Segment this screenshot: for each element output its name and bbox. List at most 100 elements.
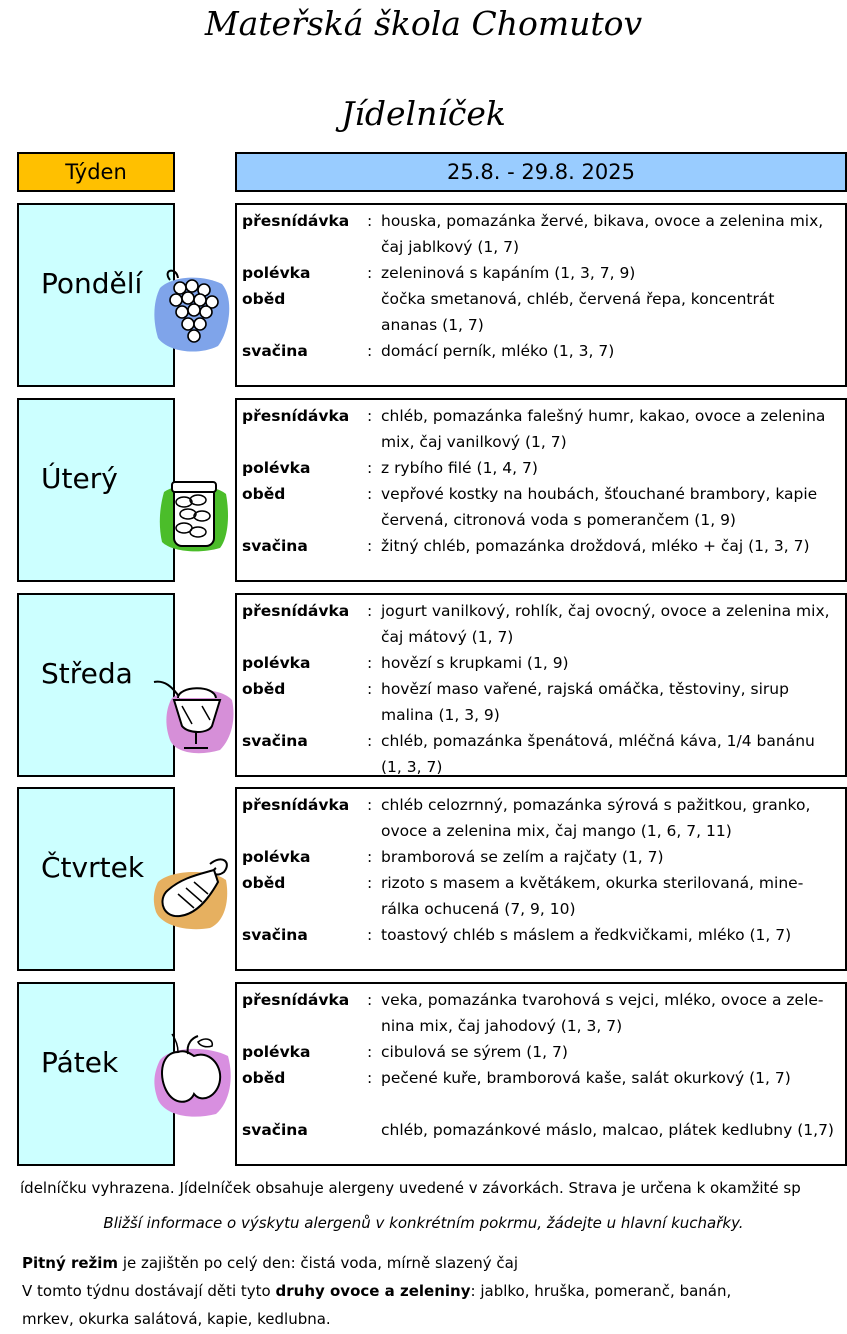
fruit-bold: druhy ovoce a zeleniny bbox=[275, 1282, 471, 1300]
meal-label: přesnídávka bbox=[242, 991, 350, 1009]
meal-text: toastový chléb s máslem a ředkvičkami, m… bbox=[381, 926, 792, 944]
drinking-regime: Pitný režim je zajištěn po celý den: čis… bbox=[22, 1254, 847, 1272]
meal-afternoon: svačina: chléb, pomazánka špenátová, mléč… bbox=[242, 728, 842, 780]
meal-afternoon: svačina:toastový chléb s máslem a ředkvi… bbox=[242, 922, 842, 948]
meal-colon: : bbox=[367, 848, 373, 866]
meal-text: houska, pomazánka žervé, bikava, ovoce a… bbox=[381, 212, 824, 230]
meal-text: chléb, pomazánka falešný humr, kakao, ov… bbox=[381, 407, 826, 425]
meal-label: přesnídávka bbox=[242, 796, 350, 814]
meal-colon: : bbox=[367, 264, 373, 282]
meal-colon: : bbox=[367, 680, 373, 698]
meal-colon: : bbox=[367, 485, 373, 503]
meal-colon: : bbox=[367, 991, 373, 1009]
meal-text: jogurt vanilkový, rohlík, čaj ovocný, ov… bbox=[381, 602, 830, 620]
meal-text: čočka smetanová, chléb, červená řepa, ko… bbox=[381, 290, 775, 308]
day-box: Pátek bbox=[17, 982, 175, 1166]
meal-text: (1, 3, 7) bbox=[381, 758, 443, 776]
day-name: Středa bbox=[41, 657, 133, 690]
meal-soup: polévka:hovězí s krupkami (1, 9) bbox=[242, 650, 842, 676]
day-menu: přesnídávka: houska, pomazánka žervé, bik… bbox=[235, 203, 847, 387]
school-title: Mateřská škola Chomutov bbox=[204, 4, 643, 43]
meal-label: polévka bbox=[242, 1043, 311, 1061]
meal-text: nina mix, čaj jahodový (1, 3, 7) bbox=[381, 1017, 623, 1035]
meal-label: svačina bbox=[242, 1121, 308, 1139]
pickle-jar-icon bbox=[158, 480, 230, 556]
day-box: Pondělí bbox=[17, 203, 175, 387]
meal-text: pečené kuře, bramborová kaše, salát okur… bbox=[381, 1069, 791, 1087]
meal-text: zeleninová s kapáním (1, 3, 7, 9) bbox=[381, 264, 636, 282]
meal-colon: : bbox=[367, 342, 373, 360]
meal-text: hovězí s krupkami (1, 9) bbox=[381, 654, 569, 672]
meal-text: červená, citronová voda s pomerančem (1,… bbox=[381, 511, 736, 529]
meal-lunch: oběd: rizoto s masem a květákem, okurka s… bbox=[242, 870, 842, 922]
meal-lunch: oběd:pečené kuře, bramborová kaše, salát… bbox=[242, 1065, 842, 1091]
meal-colon: : bbox=[367, 537, 373, 555]
day-name: Úterý bbox=[41, 462, 118, 495]
meal-text: rálka ochucená (7, 9, 10) bbox=[381, 900, 576, 918]
day-box: Čtvrtek bbox=[17, 787, 175, 971]
meal-text: malina (1, 3, 9) bbox=[381, 706, 500, 724]
meal-text: vepřové kostky na houbách, šťouchané bra… bbox=[381, 485, 818, 503]
meal-colon: : bbox=[367, 1043, 373, 1061]
meal-afternoon: svačina:domácí perník, mléko (1, 3, 7) bbox=[242, 338, 842, 364]
meal-lunch: oběd:vepřové kostky na houbách, šťouchan… bbox=[242, 481, 842, 533]
meal-label: svačina bbox=[242, 342, 308, 360]
meal-snack: přesnídávka:chléb, pomazánka falešný hum… bbox=[242, 403, 842, 455]
meal-text: hovězí maso vařené, rajská omáčka, těsto… bbox=[381, 680, 789, 698]
meal-colon: : bbox=[367, 874, 373, 892]
meal-snack: přesnídávka: jogurt vanilkový, rohlík, ča… bbox=[242, 598, 842, 650]
meal-text: chléb, pomazánka špenátová, mléčná káva,… bbox=[381, 732, 815, 750]
meal-soup: polévka: z rybího filé (1, 4, 7) bbox=[242, 455, 842, 481]
meal-label: přesnídávka bbox=[242, 212, 350, 230]
meal-text: rizoto s masem a květákem, okurka steril… bbox=[381, 874, 804, 892]
meal-label: polévka bbox=[242, 264, 311, 282]
day-menu: přesnídávka: jogurt vanilkový, rohlík, ča… bbox=[235, 593, 847, 777]
meal-text: veka, pomazánka tvarohová s vejci, mléko… bbox=[381, 991, 824, 1009]
meal-label: svačina bbox=[242, 732, 308, 750]
meal-colon: : bbox=[367, 459, 373, 477]
meal-text: čaj mátový (1, 7) bbox=[381, 628, 514, 646]
meal-label: přesnídávka bbox=[242, 602, 350, 620]
cornucopia-icon bbox=[150, 852, 232, 936]
meal-colon: : bbox=[367, 796, 373, 814]
meal-text: ovoce a zelenina mix, čaj mango (1, 6, 7… bbox=[381, 822, 732, 840]
meal-label: svačina bbox=[242, 537, 308, 555]
meal-label: polévka bbox=[242, 459, 311, 477]
meal-text: chléb celozrnný, pomazánka sýrová s paži… bbox=[381, 796, 811, 814]
meal-label: svačina bbox=[242, 926, 308, 944]
meal-snack: přesnídávka: veka, pomazánka tvarohová s … bbox=[242, 987, 842, 1039]
meal-colon: : bbox=[367, 732, 373, 750]
meal-text: čaj jablkový (1, 7) bbox=[381, 238, 520, 256]
apples-icon bbox=[152, 1032, 234, 1124]
meal-soup: polévka:cibulová se sýrem (1, 7) bbox=[242, 1039, 842, 1065]
drink-rest: je zajištěn po celý den: čistá voda, mír… bbox=[118, 1254, 519, 1272]
meal-snack: přesnídávka: chléb celozrnný, pomazánka s… bbox=[242, 792, 842, 844]
fruit-rest: : jablko, hruška, pomeranč, banán, bbox=[470, 1282, 732, 1300]
day-name: Čtvrtek bbox=[41, 851, 145, 884]
meal-colon: : bbox=[367, 407, 373, 425]
fruit-pre: V tomto týdnu dostávají děti tyto bbox=[22, 1282, 276, 1300]
allergen-info: Bližší informace o výskytu alergenů v ko… bbox=[103, 1214, 744, 1232]
meal-lunch: oběd čočka smetanová, chléb, červená řepa… bbox=[242, 286, 842, 338]
day-menu: přesnídávka: chléb celozrnný, pomazánka s… bbox=[235, 787, 847, 971]
meal-label: oběd bbox=[242, 680, 286, 698]
day-menu: přesnídávka:chléb, pomazánka falešný hum… bbox=[235, 398, 847, 582]
meal-label: polévka bbox=[242, 654, 311, 672]
dessert-glass-icon bbox=[152, 676, 238, 760]
day-name: Pátek bbox=[41, 1046, 119, 1079]
fruit-info: V tomto týdnu dostávají děti tyto druhy … bbox=[22, 1282, 847, 1300]
fruit-info-line2: mrkev, okurka salátová, kapie, kedlubna. bbox=[22, 1310, 331, 1328]
day-name: Pondělí bbox=[41, 267, 143, 300]
meal-colon: : bbox=[367, 212, 373, 230]
meal-label: oběd bbox=[242, 874, 286, 892]
meal-snack: přesnídávka: houska, pomazánka žervé, bik… bbox=[242, 208, 842, 260]
day-menu: přesnídávka: veka, pomazánka tvarohová s … bbox=[235, 982, 847, 1166]
meal-text: chléb, pomazánkové máslo, malcao, plátek… bbox=[381, 1121, 834, 1139]
footer-notice: ídelníčku vyhrazena. Jídelníček obsahuje… bbox=[20, 1179, 801, 1197]
grapes-icon bbox=[152, 268, 234, 358]
meal-label: oběd bbox=[242, 290, 286, 308]
meal-text: z rybího filé (1, 4, 7) bbox=[381, 459, 538, 477]
meal-lunch: oběd: hovězí maso vařené, rajská omáčka, … bbox=[242, 676, 842, 728]
meal-colon: : bbox=[367, 1069, 373, 1087]
meal-colon: : bbox=[367, 602, 373, 620]
